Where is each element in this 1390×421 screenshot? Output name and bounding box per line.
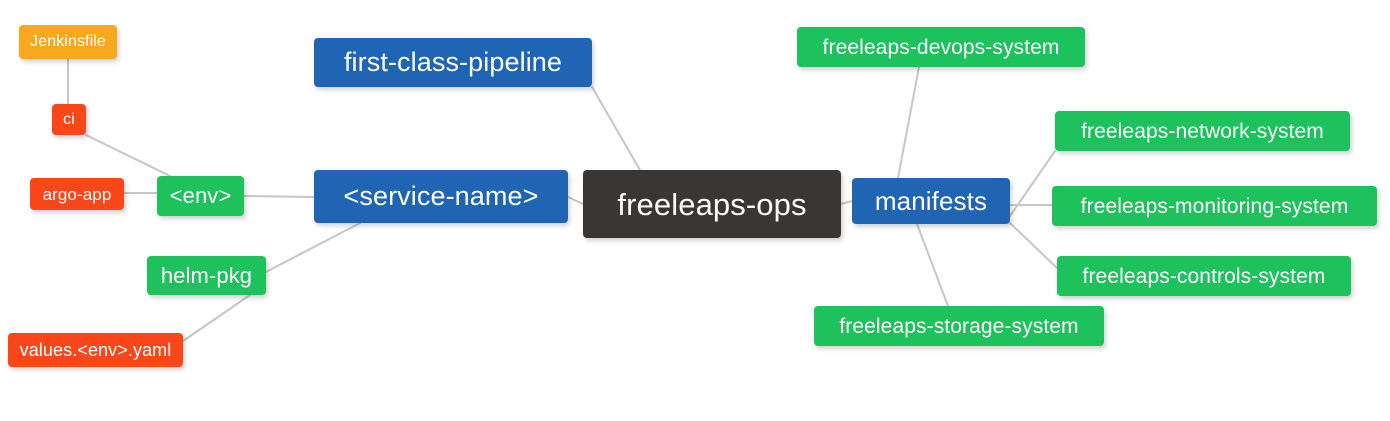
node-freeleaps-devops-system[interactable]: freeleaps-devops-system bbox=[797, 27, 1085, 67]
edge-service-name-to-helm-pkg bbox=[265, 222, 361, 273]
edge-manifests-to-freeleaps-storage-system bbox=[916, 223, 949, 307]
edge-manifests-to-freeleaps-controls-system bbox=[1009, 222, 1058, 269]
node-label-values-env-yaml: values.<env>.yaml bbox=[19, 340, 172, 360]
edge-env-to-ci bbox=[85, 134, 171, 177]
node-label-argo-app: argo-app bbox=[42, 184, 112, 204]
node-label-freeleaps-storage-system: freeleaps-storage-system bbox=[839, 314, 1079, 338]
node-values-env-yaml[interactable]: values.<env>.yaml bbox=[8, 333, 183, 367]
node-label-manifests: manifests bbox=[874, 186, 988, 216]
node-label-freeleaps-controls-system: freeleaps-controls-system bbox=[1082, 264, 1326, 288]
node-label-freeleaps-devops-system: freeleaps-devops-system bbox=[822, 35, 1060, 59]
node-label-jenkinsfile: Jenkinsfile bbox=[30, 33, 106, 50]
edge-manifests-to-freeleaps-devops-system bbox=[897, 66, 920, 179]
node-label-ci: ci bbox=[63, 110, 75, 128]
node-freeleaps-storage-system[interactable]: freeleaps-storage-system bbox=[814, 306, 1104, 346]
node-env[interactable]: <env> bbox=[157, 176, 244, 216]
edge-freeleaps-ops-to-manifests bbox=[840, 200, 853, 205]
node-freeleaps-ops[interactable]: freeleaps-ops bbox=[583, 170, 841, 238]
edge-freeleaps-ops-to-service-name bbox=[567, 196, 584, 205]
node-label-freeleaps-monitoring-system: freeleaps-monitoring-system bbox=[1080, 194, 1349, 218]
edge-service-name-to-env bbox=[243, 195, 315, 198]
node-first-class-pipeline[interactable]: first-class-pipeline bbox=[314, 38, 592, 87]
node-label-service-name: <service-name> bbox=[343, 181, 539, 211]
node-helm-pkg[interactable]: helm-pkg bbox=[147, 256, 266, 295]
node-label-helm-pkg: helm-pkg bbox=[160, 262, 253, 288]
node-label-first-class-pipeline: first-class-pipeline bbox=[343, 47, 563, 77]
edge-helm-pkg-to-values-env-yaml bbox=[182, 294, 251, 342]
node-freeleaps-controls-system[interactable]: freeleaps-controls-system bbox=[1057, 256, 1351, 296]
node-freeleaps-network-system[interactable]: freeleaps-network-system bbox=[1055, 111, 1350, 151]
node-service-name[interactable]: <service-name> bbox=[314, 170, 568, 223]
edge-freeleaps-ops-to-first-class-pipeline bbox=[591, 86, 641, 171]
node-ci[interactable]: ci bbox=[52, 104, 86, 135]
node-freeleaps-monitoring-system[interactable]: freeleaps-monitoring-system bbox=[1052, 186, 1377, 226]
node-label-freeleaps-ops: freeleaps-ops bbox=[617, 186, 807, 222]
node-argo-app[interactable]: argo-app bbox=[30, 178, 124, 210]
node-label-freeleaps-network-system: freeleaps-network-system bbox=[1081, 119, 1324, 143]
node-jenkinsfile[interactable]: Jenkinsfile bbox=[19, 25, 117, 59]
node-manifests[interactable]: manifests bbox=[852, 178, 1010, 224]
node-label-env: <env> bbox=[169, 183, 232, 208]
edge-manifests-to-freeleaps-network-system bbox=[1009, 150, 1056, 217]
